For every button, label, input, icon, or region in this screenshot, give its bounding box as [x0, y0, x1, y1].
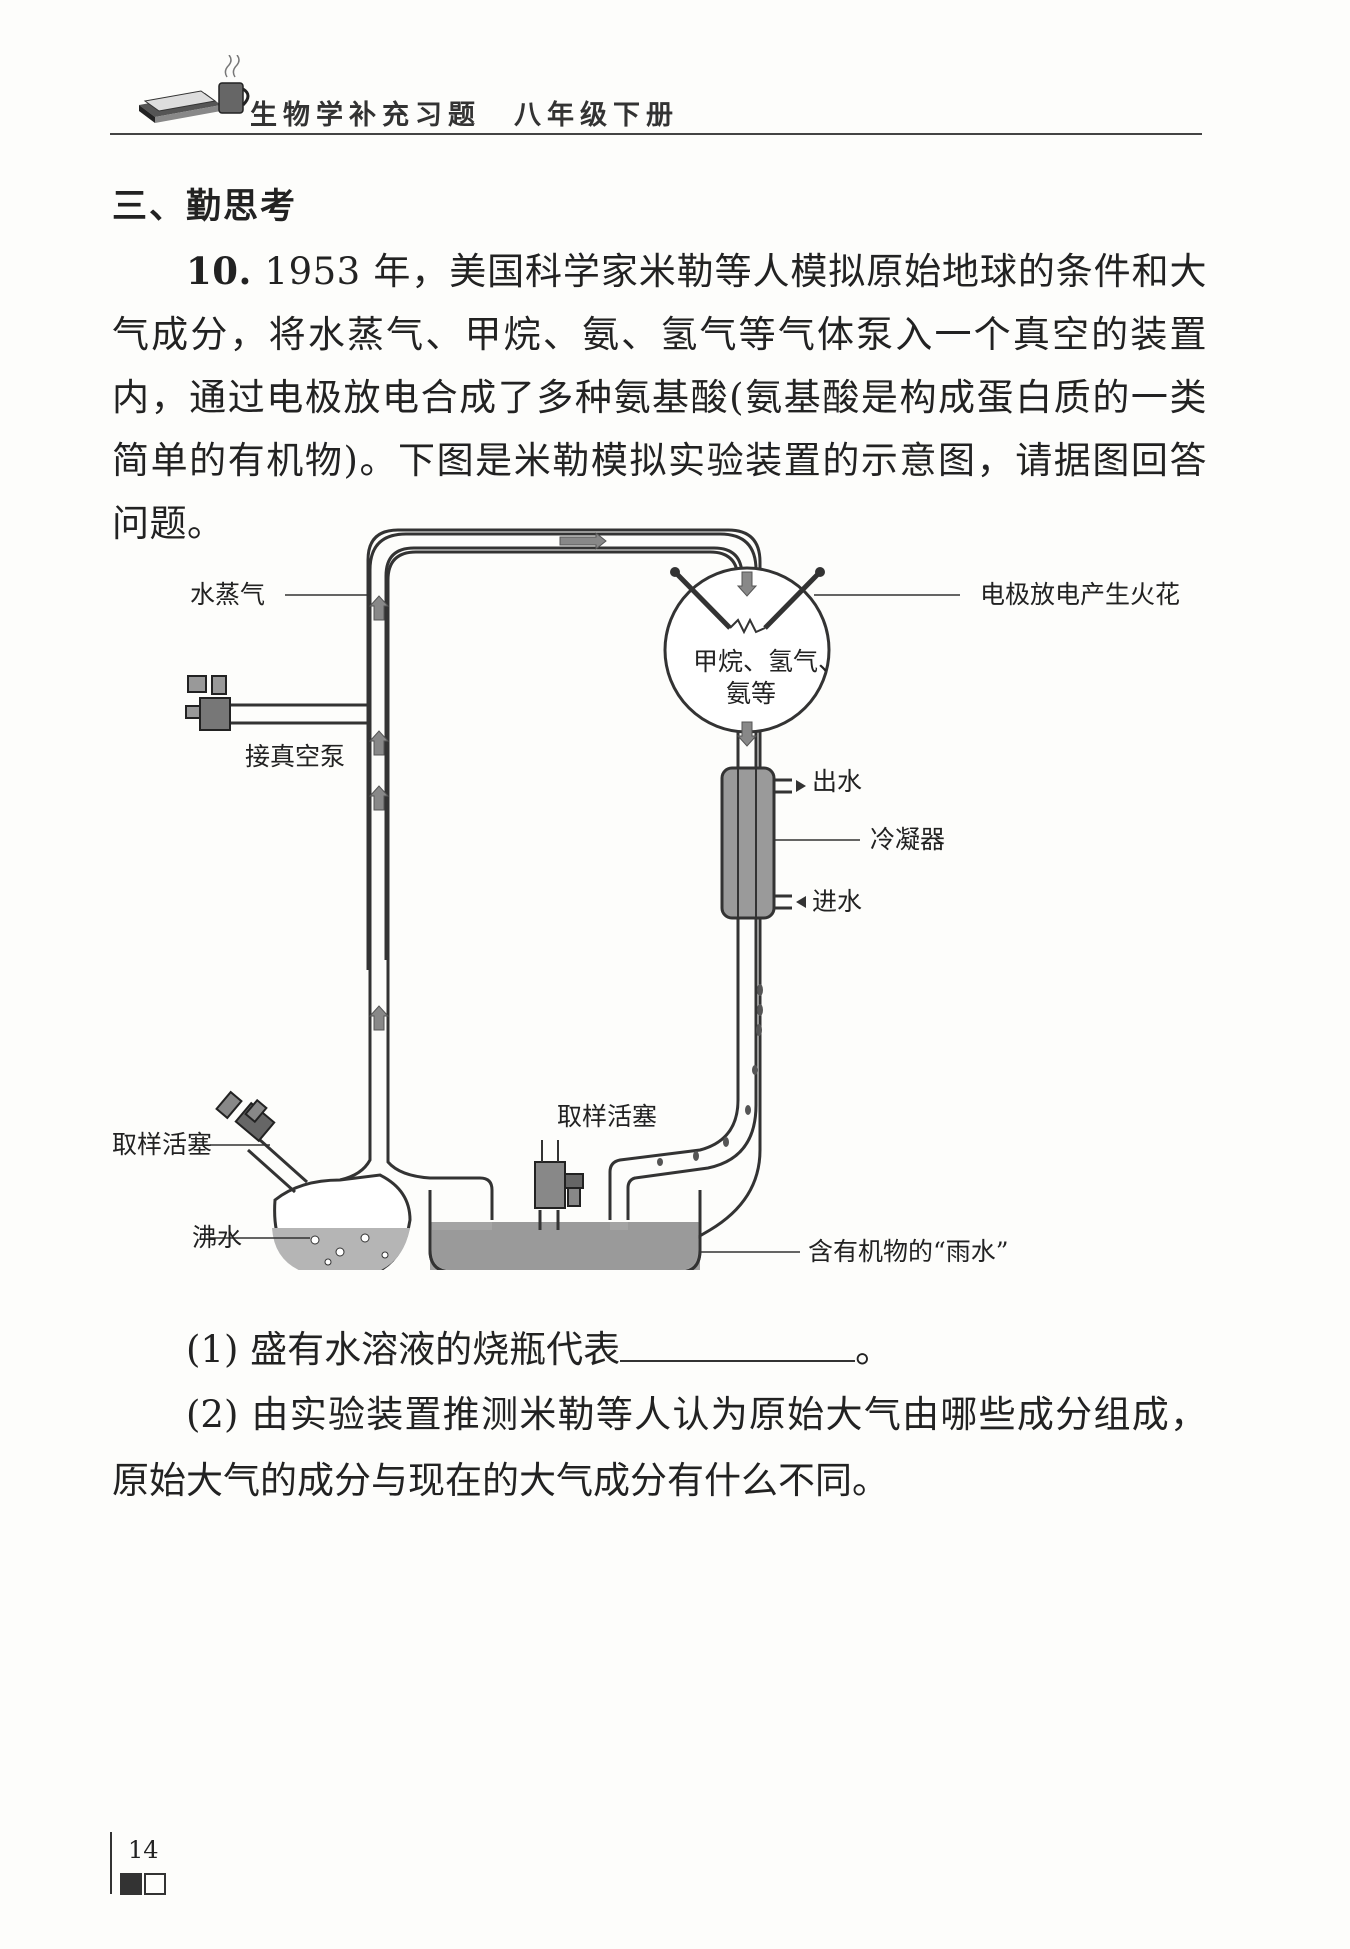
sub-question-1: (1) 盛有水溶液的烧瓶代表 。: [112, 1318, 1207, 1381]
book-and-cup-icon: [139, 55, 250, 123]
flow-arrows: [368, 531, 758, 1031]
filled-square-icon: [120, 1873, 142, 1895]
gases-label-line2: 氨等: [726, 679, 776, 708]
vacuum-valve: [185, 675, 231, 731]
gases-label-line1: 甲烷、氢气、: [693, 647, 843, 676]
condenser: [720, 766, 806, 920]
miller-apparatus-diagram: 甲烷、氢气、 氨等: [100, 510, 1230, 1368]
footer-squares: [120, 1873, 168, 1895]
question-text: 1953 年，美国科学家米勒等人模拟原始地球的条件和大气成分，将水蒸气、甲烷、氨…: [112, 250, 1207, 545]
sub-question-2-text: (2) 由实验装置推测米勒等人认为原始大气由哪些成分组成，原始大气的成分与现在的…: [112, 1393, 1207, 1502]
diagram-svg: 甲烷、氢气、 氨等: [112, 528, 1180, 1368]
sub-question-2: (2) 由实验装置推测米勒等人认为原始大气由哪些成分组成，原始大气的成分与现在的…: [112, 1382, 1207, 1514]
sampling-valve-left-label: 取样活塞: [112, 1130, 212, 1159]
footer-divider: [110, 1832, 112, 1894]
question-paragraph: 10. 1953 年，美国科学家米勒等人模拟原始地球的条件和大气成分，将水蒸气、…: [112, 240, 1207, 555]
vacuum-pump-label: 接真空泵: [245, 742, 345, 771]
water-in-label: 进水: [812, 887, 862, 916]
header-title: 生物学补充习题 八年级下册: [250, 100, 679, 131]
spark-label: 电极放电产生火花: [980, 580, 1180, 609]
water-out-label: 出水: [812, 767, 862, 796]
rain-label: 含有机物的“雨水”: [808, 1237, 1009, 1266]
boiling-flask: [215, 1090, 412, 1281]
spark-flask: 甲烷、氢气、 氨等: [663, 566, 843, 734]
rain-droplets: [657, 984, 763, 1166]
header-divider: [110, 133, 1202, 135]
sub-question-1-end: 。: [855, 1328, 893, 1371]
question-number: 10.: [186, 249, 252, 293]
page-number: 14: [128, 1836, 159, 1864]
answer-blank[interactable]: [620, 1320, 856, 1362]
sampling-valve-mid-label: 取样活塞: [557, 1102, 657, 1131]
rain-trap: [428, 1140, 702, 1274]
leader-lines: [210, 594, 960, 1253]
condenser-label: 冷凝器: [870, 825, 945, 854]
water-vapor-label: 水蒸气: [190, 580, 265, 609]
boiling-water-label: 沸水: [192, 1223, 242, 1252]
page-header: 生物学补充习题 八年级下册: [110, 55, 1202, 135]
empty-square-icon: [144, 1873, 166, 1895]
sub-question-1-text: (1) 盛有水溶液的烧瓶代表: [186, 1328, 621, 1371]
section-title: 三、勤思考: [112, 187, 298, 227]
